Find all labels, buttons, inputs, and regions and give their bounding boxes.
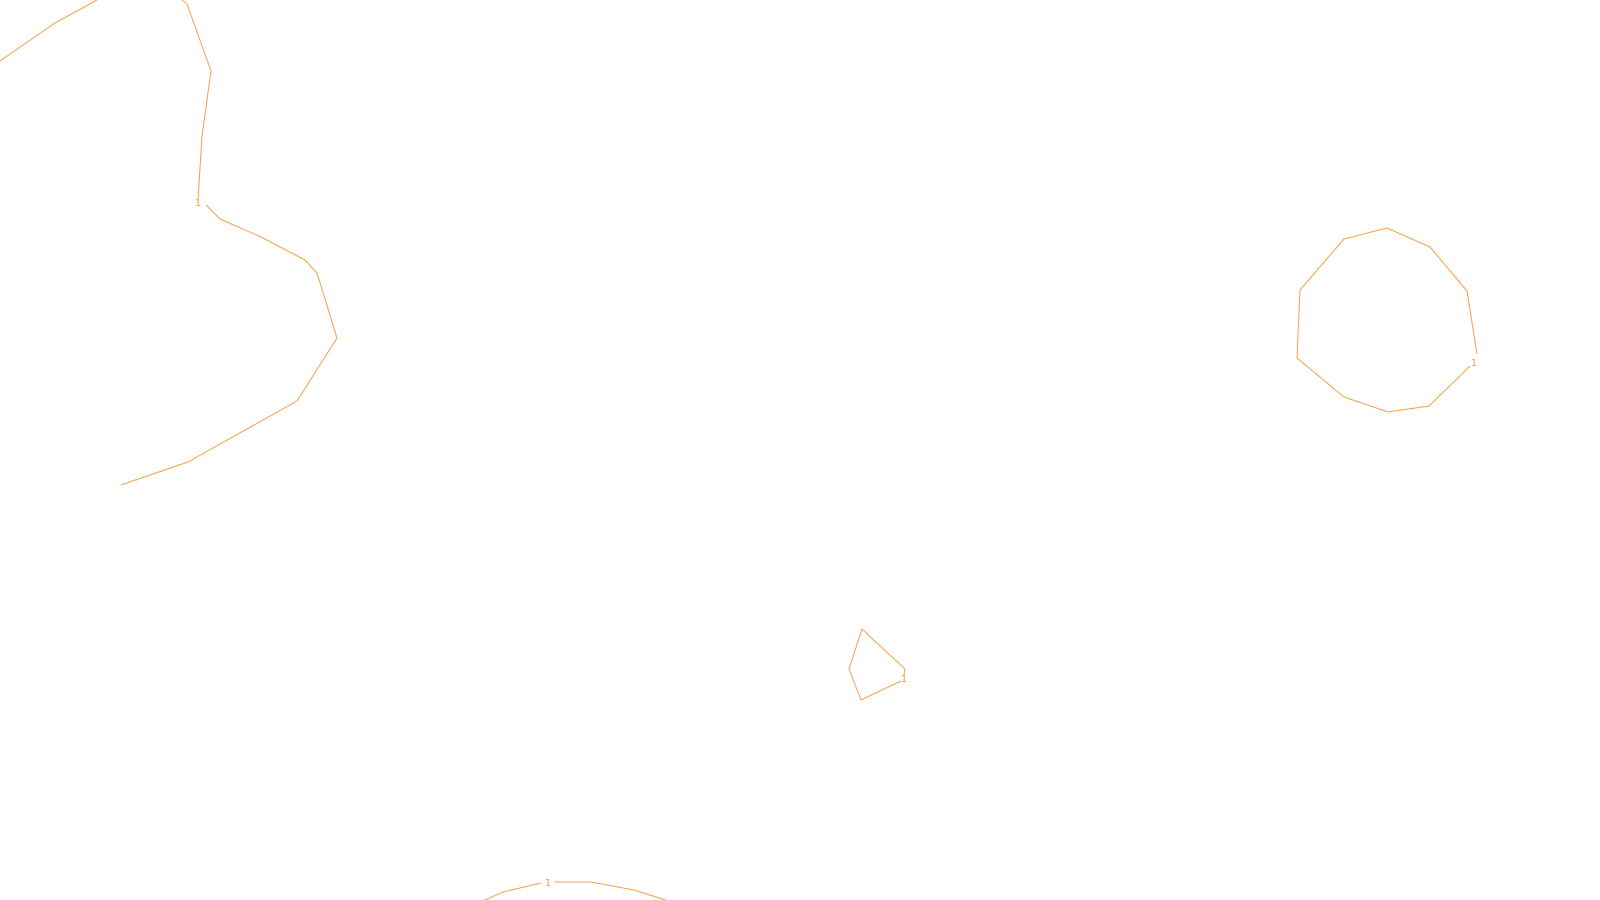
center-small-contour-line	[848, 628, 906, 701]
bottom-arc-contour-line	[483, 881, 668, 900]
right-closed-contour: 1	[1296, 227, 1478, 413]
bottom-arc-contour: 1	[483, 878, 668, 900]
center-small-contour: 1	[848, 628, 907, 701]
right-closed-contour-label: 1	[1471, 358, 1477, 369]
top-left-contour-label: 1	[195, 198, 201, 209]
right-closed-contour-line	[1296, 227, 1478, 413]
center-small-contour-label: 1	[901, 674, 907, 685]
bottom-arc-contour-label: 1	[545, 878, 551, 889]
top-left-contour: 1	[0, 0, 338, 486]
top-left-contour-line	[0, 0, 338, 486]
